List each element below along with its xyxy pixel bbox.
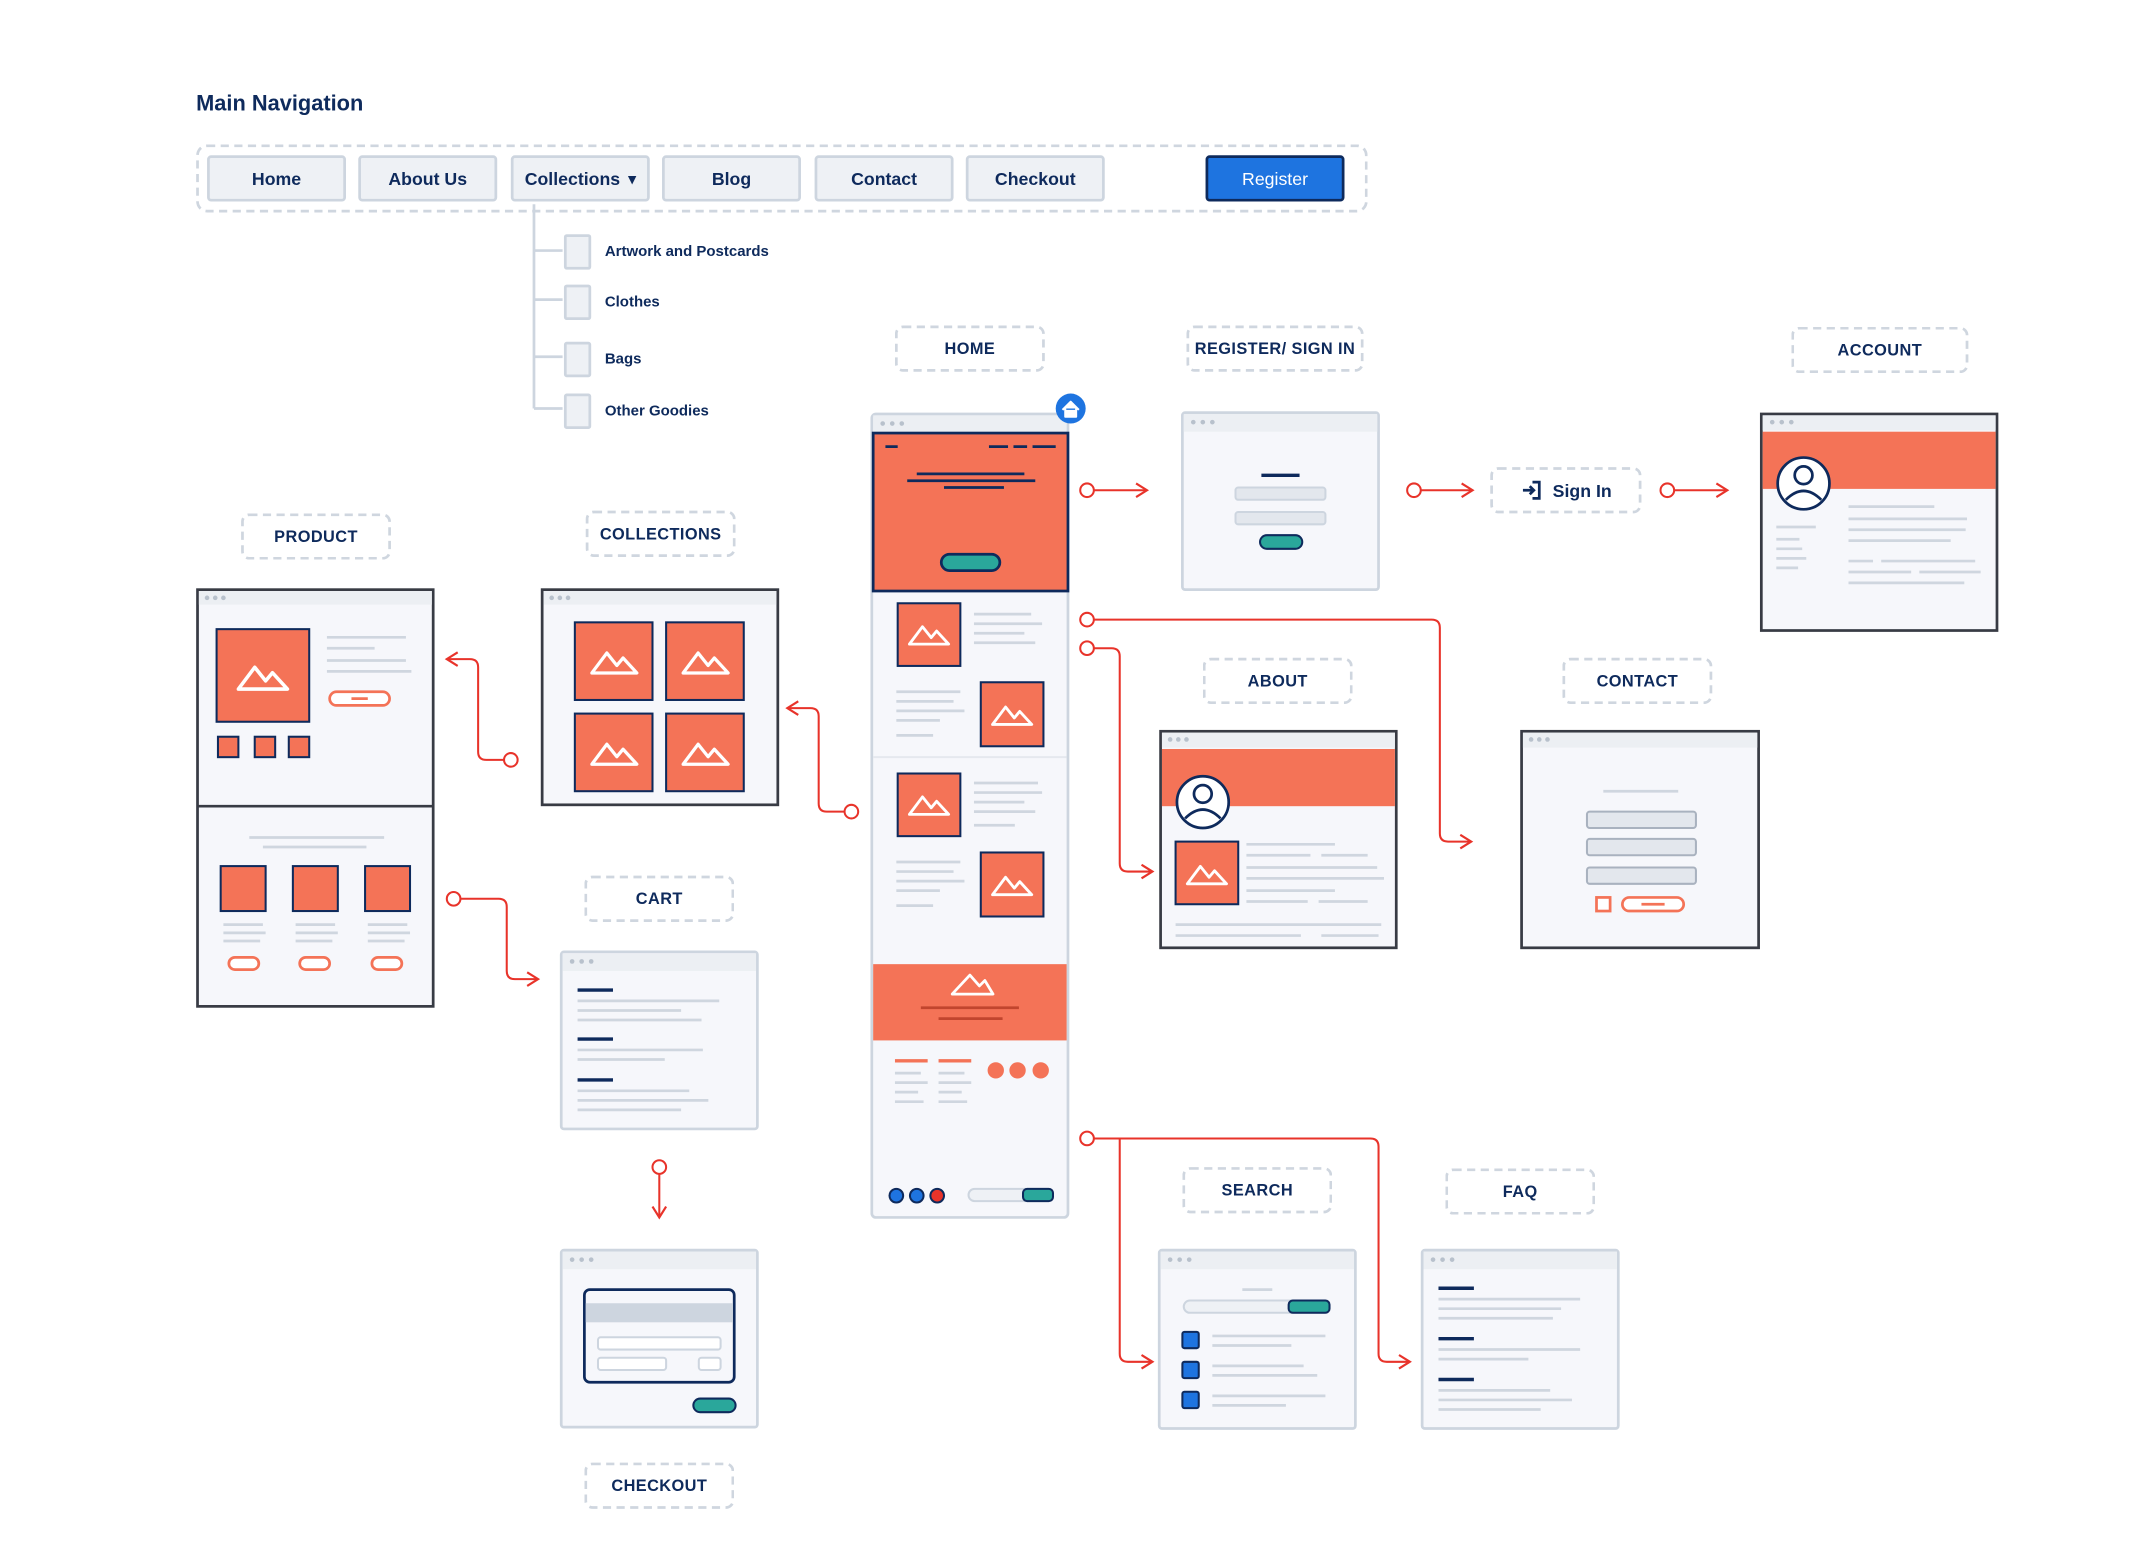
page-tag-search: SEARCH [1182,1167,1333,1214]
diagram-title: Main Navigation [196,92,364,116]
about-wireframe[interactable] [1159,729,1398,950]
register-button[interactable]: Register [1205,155,1345,202]
link-home-search-faq [1079,1130,1412,1370]
nav-checkout-button[interactable]: Checkout [965,155,1105,202]
contact-wireframe[interactable] [1520,729,1760,950]
nav-home-label: Home [251,168,302,189]
page-tag-faq: FAQ [1445,1168,1596,1215]
nav-collections-button[interactable]: Collections ▾ [510,155,650,202]
checkout-wireframe[interactable] [559,1248,759,1429]
document-icon [563,341,592,378]
submenu-item-bags[interactable]: Bags [604,351,642,368]
register-label: Register [1242,168,1308,189]
submenu-item-artwork[interactable]: Artwork and Postcards [604,243,769,261]
cart-wireframe[interactable] [559,950,759,1131]
nav-blog-button[interactable]: Blog [662,155,801,202]
sign-in-label: Sign In [1552,480,1612,501]
link-register-signin [1406,482,1475,499]
page-tag-register: REGISTER/ SIGN IN [1186,325,1364,372]
page-tag-checkout: CHECKOUT [584,1462,735,1509]
home-icon [1055,393,1086,424]
link-home-register [1079,482,1150,499]
link-home-collections [785,700,860,820]
document-icon [563,284,592,321]
page-tag-contact: CONTACT [1562,657,1713,705]
faq-wireframe[interactable] [1420,1248,1620,1430]
nav-home-button[interactable]: Home [207,155,346,202]
nav-contact-button[interactable]: Contact [814,155,954,202]
document-icon [563,234,592,270]
link-product-cart [445,890,541,987]
submenu-item-other-goodies[interactable]: Other Goodies [604,403,709,420]
product-wireframe[interactable] [196,588,435,1008]
account-wireframe[interactable] [1759,412,1999,632]
page-tag-cart: CART [584,875,735,922]
submenu-tree-lines [532,204,563,410]
page-tag-product: PRODUCT [241,513,391,560]
link-cart-checkout [651,1159,668,1220]
page-tag-about: ABOUT [1202,657,1353,705]
main-navigation-bar [196,144,1368,213]
submenu-item-clothes[interactable]: Clothes [604,294,660,311]
home-wireframe[interactable] [870,412,1070,1219]
page-tag-home: HOME [894,325,1045,372]
link-home-about [1079,640,1155,880]
nav-checkout-label: Checkout [994,168,1076,189]
nav-collections-label: Collections [524,168,621,189]
nav-about-us-button[interactable]: About Us [358,155,498,202]
nav-blog-label: Blog [711,168,752,189]
link-signin-account [1659,482,1730,499]
page-tag-account: ACCOUNT [1791,326,1969,374]
search-wireframe[interactable] [1157,1248,1357,1430]
page-tag-collections: COLLECTIONS [585,510,736,557]
sign-in-link[interactable]: Sign In [1490,467,1642,514]
nav-contact-label: Contact [851,168,918,189]
nav-about-us-label: About Us [388,168,468,189]
sign-in-icon [1522,480,1541,500]
collections-wireframe[interactable] [540,588,780,807]
link-collections-product [444,651,519,768]
chevron-down-icon: ▾ [628,170,636,188]
register-wireframe[interactable] [1181,411,1380,592]
link-home-contact [1079,611,1474,850]
document-icon [563,393,592,429]
